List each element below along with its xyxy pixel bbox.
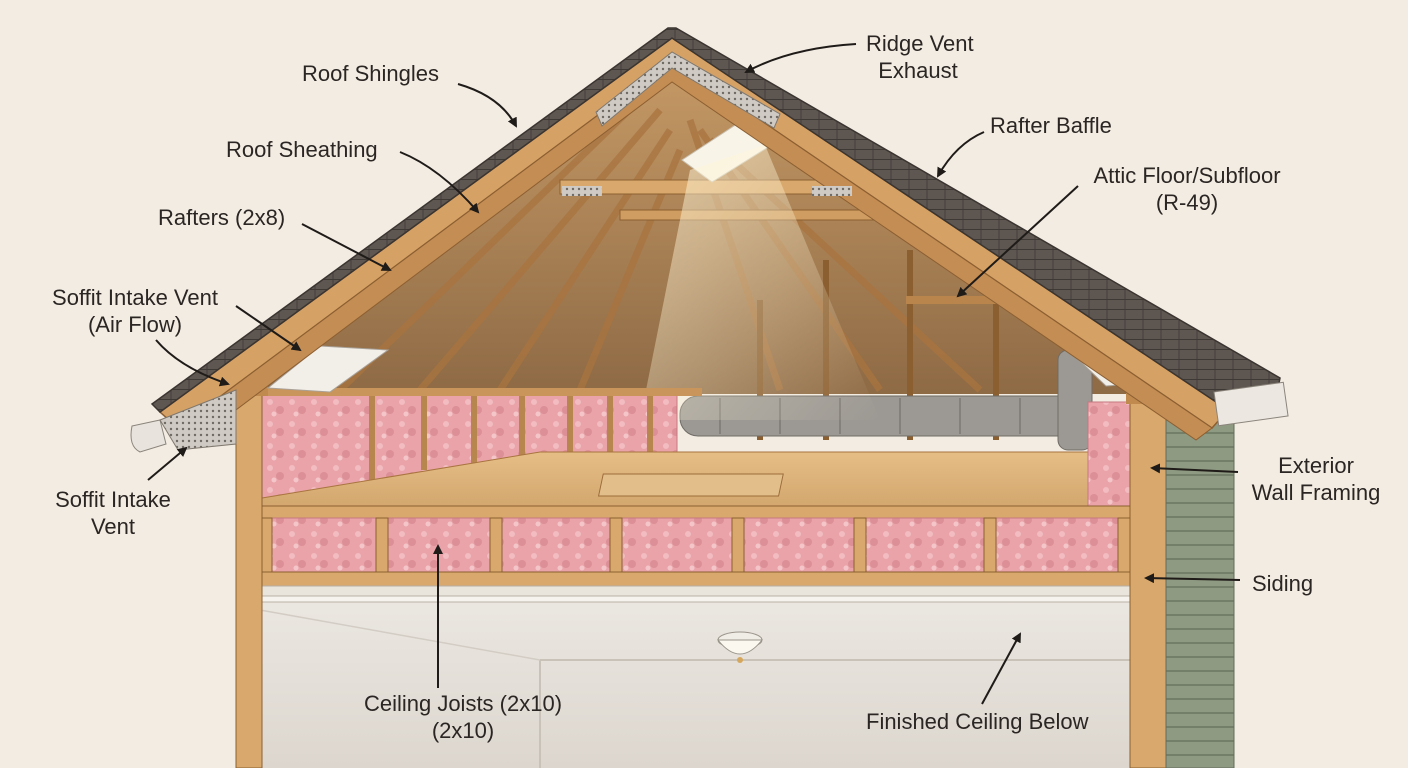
- label-ridge-vent-line2: Exhaust: [878, 58, 958, 83]
- label-attic-floor: Attic Floor/Subfloor (R-49): [1082, 162, 1292, 216]
- attic-hatch-icon: [597, 473, 784, 497]
- label-rafter-baffle: Rafter Baffle: [990, 113, 1112, 138]
- label-roof-sheathing: Roof Sheathing: [226, 137, 378, 162]
- label-attic-floor-line1: Attic Floor/Subfloor: [1093, 163, 1281, 188]
- label-soffit-vent: Soffit Intake Vent: [48, 486, 178, 540]
- label-ridge-vent: Ridge Vent Exhaust: [866, 30, 974, 84]
- label-ridge-vent-line1: Ridge Vent: [866, 31, 974, 56]
- label-soffit-air-flow-line2: (Air Flow): [87, 312, 183, 337]
- joist-insulation: [261, 517, 1131, 575]
- label-ceiling-joists-line1: Ceiling Joists (2x10): [363, 691, 563, 716]
- ridge-vent: [595, 51, 781, 129]
- right-wall-stud: [1129, 393, 1167, 768]
- label-soffit-air-flow: Soffit Intake Vent (Air Flow): [42, 284, 228, 338]
- label-rafters: Rafters (2x8): [158, 205, 286, 230]
- label-ceiling-joists-line2: (2x10): [431, 718, 495, 743]
- ceiling-joists: [261, 517, 1131, 575]
- label-siding: Siding: [1252, 571, 1314, 596]
- label-exterior-wall: Exterior Wall Framing: [1244, 452, 1388, 506]
- callout-arrows: [147, 43, 1241, 705]
- label-finished-ceiling: Finished Ceiling Below: [866, 709, 1089, 734]
- label-soffit-vent-line2: Vent: [90, 514, 136, 539]
- joist-top-plate: [261, 505, 1131, 519]
- label-soffit-air-flow-line1: Soffit Intake Vent: [52, 285, 218, 310]
- room-below: [236, 600, 1166, 768]
- soffit-intake-vent: [159, 389, 237, 451]
- ceiling-light-icon: [716, 631, 764, 663]
- finished-ceiling: [235, 585, 1167, 597]
- label-exterior-wall-line1: Exterior: [1278, 453, 1354, 478]
- label-exterior-wall-line2: Wall Framing: [1251, 480, 1381, 505]
- label-roof-shingles: Roof Shingles: [302, 61, 439, 86]
- label-soffit-vent-line1: Soffit Intake: [55, 487, 171, 512]
- exterior-siding: [1165, 403, 1235, 768]
- label-ceiling-joists: Ceiling Joists (2x10) (2x10): [350, 690, 576, 744]
- label-attic-floor-line2: (R-49): [1155, 190, 1219, 215]
- left-wall-stud: [235, 393, 263, 768]
